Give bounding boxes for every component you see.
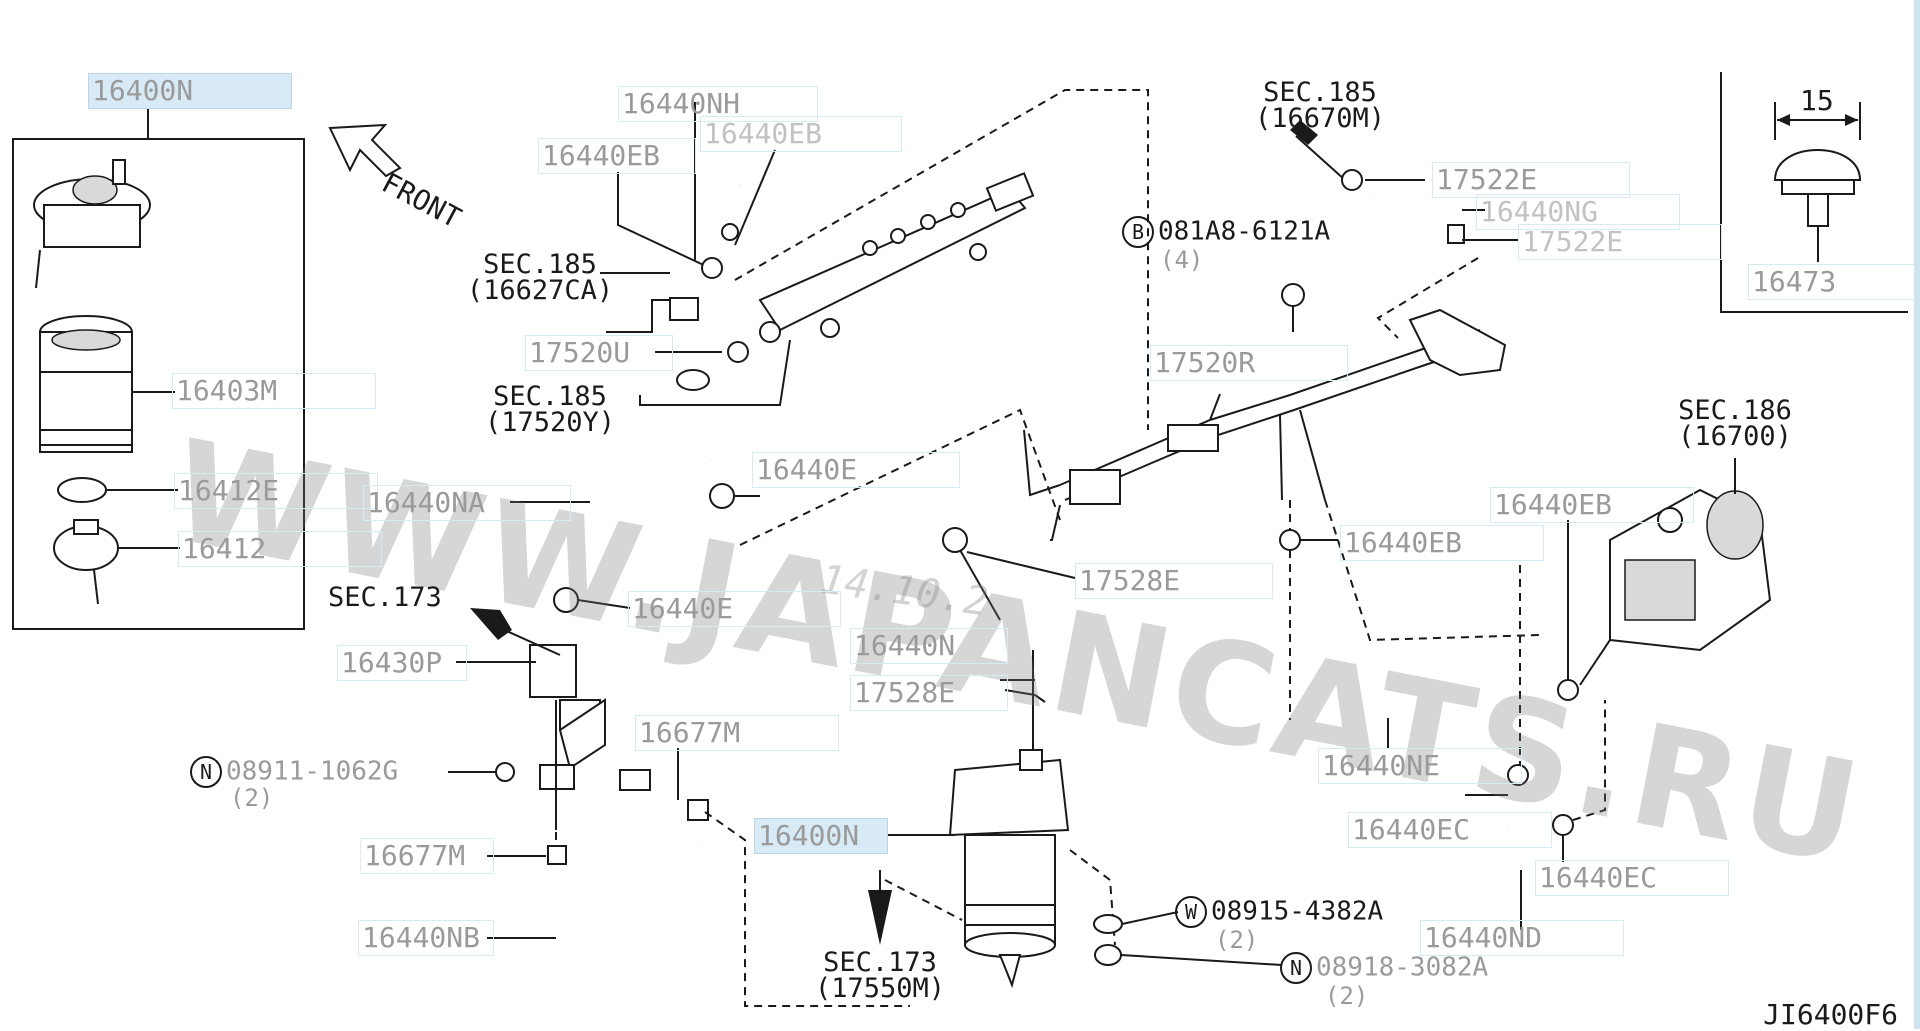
diagram-code: JI6400F6 xyxy=(1763,998,1898,1031)
nut1-code: 08911-1062G xyxy=(226,756,399,787)
sec173-17550M-line1: SEC.173 xyxy=(823,947,937,978)
sec185-16627CA-line2: (16627CA) xyxy=(466,275,614,306)
inset-oring xyxy=(57,477,107,503)
sec173-arrow-down xyxy=(868,890,892,945)
bolt-symbol-b: B xyxy=(1122,216,1154,248)
hose-16440NB xyxy=(554,844,713,1002)
fuel-filter-assembly xyxy=(948,650,1070,989)
sec173-arrow-left xyxy=(470,608,512,640)
fuel-rail xyxy=(758,172,1035,343)
label-16440NG[interactable]: 16440NG xyxy=(1476,194,1680,230)
label-16440E-a[interactable]: 16440E xyxy=(752,452,960,488)
washer-code: 08915-4382A xyxy=(1211,896,1384,927)
label-16440NA[interactable]: 16440NA xyxy=(363,485,571,521)
right-edge-bar xyxy=(1914,0,1920,1029)
label-16440EB-b[interactable]: 16440EB xyxy=(538,138,696,174)
priming-pump-16430P xyxy=(529,644,651,830)
nut1-qty: (2) xyxy=(230,784,274,812)
inset-filter-head xyxy=(33,159,151,289)
nut2-qty: (2) xyxy=(1325,982,1369,1010)
label-16412E[interactable]: 16412E xyxy=(174,473,378,509)
sec186-16700[interactable]: SEC.186 (16700) xyxy=(1650,395,1820,452)
bolt-qty: (4) xyxy=(1160,246,1204,274)
sec173-17550M-line2: (17550M) xyxy=(814,973,946,1004)
label-16440NH[interactable]: 16440NH xyxy=(618,86,818,122)
injection-pump xyxy=(1609,488,1772,652)
label-17520U[interactable]: 17520U xyxy=(525,335,673,371)
label-16677M-a[interactable]: 16677M xyxy=(635,715,839,751)
sec185-16670M[interactable]: SEC.185 (16670M) xyxy=(1230,77,1410,134)
front-arrow xyxy=(328,123,402,178)
sec186-16700-line1: SEC.186 xyxy=(1678,395,1792,426)
sec185-16670M-line1: SEC.185 xyxy=(1263,77,1377,108)
sec173-17550M[interactable]: SEC.173 (17550M) xyxy=(790,947,970,1004)
sec185-17520Y[interactable]: SEC.185 (17520Y) xyxy=(460,381,640,438)
label-16440ND[interactable]: 16440ND xyxy=(1420,920,1624,956)
label-16677M-b[interactable]: 16677M xyxy=(360,838,494,874)
label-17522E-a[interactable]: 17522E xyxy=(1432,162,1630,198)
label-16400N-kit[interactable]: 16400N xyxy=(88,73,292,109)
sec185-17520Y-line1: SEC.185 xyxy=(493,381,607,412)
label-17528E-b[interactable]: 17528E xyxy=(1075,563,1273,599)
label-16440EB-d[interactable]: 16440EB xyxy=(1340,525,1544,561)
label-16473[interactable]: 16473 xyxy=(1748,264,1916,300)
return-hose-top-right xyxy=(1290,120,1465,244)
label-17520R[interactable]: 17520R xyxy=(1150,345,1348,381)
washer-nut-bottom xyxy=(1093,911,1283,966)
sec185-16627CA[interactable]: SEC.185 (16627CA) xyxy=(450,249,630,306)
bumper-inset xyxy=(1720,72,1908,313)
nut-symbol-n1: N xyxy=(190,756,222,788)
bolt-code: 081A8-6121A xyxy=(1158,216,1331,247)
sec185-16670M-line2: (16670M) xyxy=(1254,103,1386,134)
return-pipe-17520R xyxy=(1023,308,1507,541)
dimension-value: 15 xyxy=(1800,84,1834,117)
label-17528E-a[interactable]: 17528E xyxy=(850,675,1008,711)
clip-group-top xyxy=(669,223,749,391)
label-16412[interactable]: 16412 xyxy=(178,531,382,567)
kit-inset-box xyxy=(12,138,305,630)
sec173-left[interactable]: SEC.173 xyxy=(328,582,442,613)
label-16440N[interactable]: 16440N xyxy=(850,628,1008,664)
label-16403M[interactable]: 16403M xyxy=(172,373,376,409)
inset-filter-element xyxy=(39,315,133,453)
sec186-16700-line2: (16700) xyxy=(1678,421,1792,452)
label-16430P[interactable]: 16430P xyxy=(337,645,467,681)
bolt-081A8 xyxy=(1281,283,1305,332)
label-16440EB-a[interactable]: 16440EB xyxy=(700,116,902,152)
label-16440EC-b[interactable]: 16440EC xyxy=(1535,860,1729,896)
label-16440NB[interactable]: 16440NB xyxy=(358,920,494,956)
inset-sensor xyxy=(53,519,119,605)
washer-qty: (2) xyxy=(1215,926,1259,954)
label-16440E-b[interactable]: 16440E xyxy=(628,591,841,627)
nut-symbol-n2: N xyxy=(1280,952,1312,984)
washer-symbol-w: W xyxy=(1175,896,1207,928)
sec185-17520Y-line2: (17520Y) xyxy=(484,407,616,438)
nut2-code: 08918-3082A xyxy=(1316,952,1489,983)
sec185-16627CA-line1: SEC.185 xyxy=(483,249,597,280)
label-16440EC-a[interactable]: 16440EC xyxy=(1348,812,1552,848)
label-16400N-main[interactable]: 16400N xyxy=(754,818,888,854)
label-16440EB-c[interactable]: 16440EB xyxy=(1490,487,1694,523)
label-17522E-b[interactable]: 17522E xyxy=(1518,224,1722,260)
label-16440NE[interactable]: 16440NE xyxy=(1318,748,1522,784)
